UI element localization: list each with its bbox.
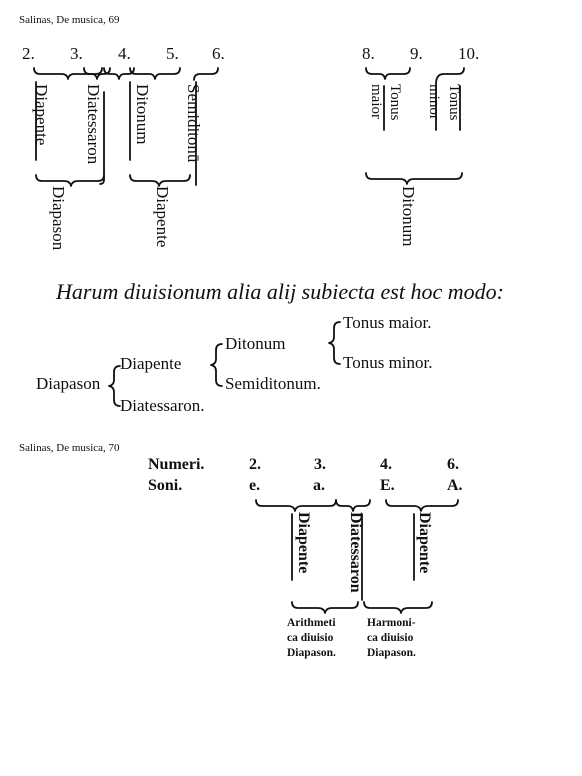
sonus-a: a. [313, 477, 325, 494]
sonus-A: A. [447, 477, 463, 494]
tree-tonus-minor: Tonus minor. [343, 353, 433, 372]
label-diapente-lower: Diapente [153, 186, 172, 248]
brace-4-6 [129, 67, 181, 80]
number-2: 2. [22, 44, 35, 63]
sonus-E: E. [380, 477, 395, 494]
brace-2-4 [33, 67, 103, 80]
numerus-2: 2. [249, 456, 261, 473]
fig2-label-diapente-left: Diapente [295, 512, 312, 574]
harmonic-line-1: Harmoni- [367, 617, 416, 629]
tree-diatessaron: Diatessaron. [120, 396, 205, 415]
harmonic-division-text: Harmoni- ca diuisio Diapason. [367, 616, 416, 661]
fig2-label-diatessaron: Diatessaron [347, 512, 364, 593]
tree-diapente: Diapente [120, 354, 182, 373]
number-4: 4. [118, 44, 131, 63]
brace-ditonum-right [365, 172, 463, 185]
tree-tonus-maior: Tonus maior. [343, 313, 432, 332]
brace-tonus-maior [365, 67, 411, 80]
bracket-diatessaron [99, 91, 105, 185]
number-5: 5. [166, 44, 179, 63]
label-tonus-minor-line2: minor [426, 84, 442, 120]
brace-tonus-minor [435, 67, 465, 131]
soni-label: Soni. [148, 477, 183, 494]
brace-level3 [328, 321, 341, 365]
fig2-label-diapente-right: Diapente [416, 512, 433, 574]
label-diatessaron-upper: Diatessaron [84, 84, 103, 165]
harmonic-line-2: ca diuisio [367, 632, 414, 644]
label-tonus-maior-line2: maior [368, 84, 384, 119]
brace-4-5 [103, 67, 135, 80]
numerus-6: 6. [447, 456, 459, 473]
fig2-brace-diapente-left [255, 499, 337, 512]
label-ditonum-lower: Ditonum [399, 186, 418, 247]
number-8: 8. [362, 44, 375, 63]
fig2-brace-diapente-right [385, 499, 459, 512]
numerus-4: 4. [380, 456, 392, 473]
number-6: 6. [212, 44, 225, 63]
brace-diapente-lower [129, 174, 191, 187]
number-3: 3. [70, 44, 83, 63]
arithmetic-line-2: ca diuisio [287, 632, 334, 644]
harmonic-line-3: Diapason. [367, 647, 416, 659]
label-tonus-maior-line1: Tonus [387, 84, 403, 121]
label-semiditonum-upper: Semiditonū [184, 84, 203, 163]
numerus-3: 3. [314, 456, 326, 473]
label-diapason-lower: Diapason [49, 186, 68, 251]
brace-root [108, 365, 121, 407]
brace-harmonic [363, 601, 433, 614]
arithmetic-line-1: Arithmeti [287, 617, 336, 629]
figure1-caption: Salinas, De musica, 69 [19, 14, 120, 26]
brace-arithmetic [291, 601, 359, 614]
figure2-caption: Salinas, De musica, 70 [19, 442, 120, 454]
arithmetic-division-text: Arithmeti ca diuisio Diapason. [287, 616, 336, 661]
label-tonus-minor-line1: Tonus [446, 84, 462, 121]
arithmetic-line-3: Diapason. [287, 647, 336, 659]
brace-5-6 [193, 67, 219, 81]
tree-semiditonum: Semiditonum. [225, 374, 321, 393]
brace-level2 [210, 343, 223, 387]
brace-diapason [35, 174, 105, 187]
fig2-brace-diatessaron [335, 499, 371, 512]
sonus-e: e. [249, 477, 261, 494]
tree-root-diapason: Diapason [36, 374, 101, 393]
tree-ditonum: Ditonum [225, 334, 286, 353]
label-ditonum-upper: Ditonum [133, 84, 152, 145]
numeri-label: Numeri. [148, 456, 205, 473]
division-title: Harum diuisionum alia alij subiecta est … [56, 279, 504, 304]
number-9: 9. [410, 44, 423, 63]
number-10: 10. [458, 44, 480, 63]
